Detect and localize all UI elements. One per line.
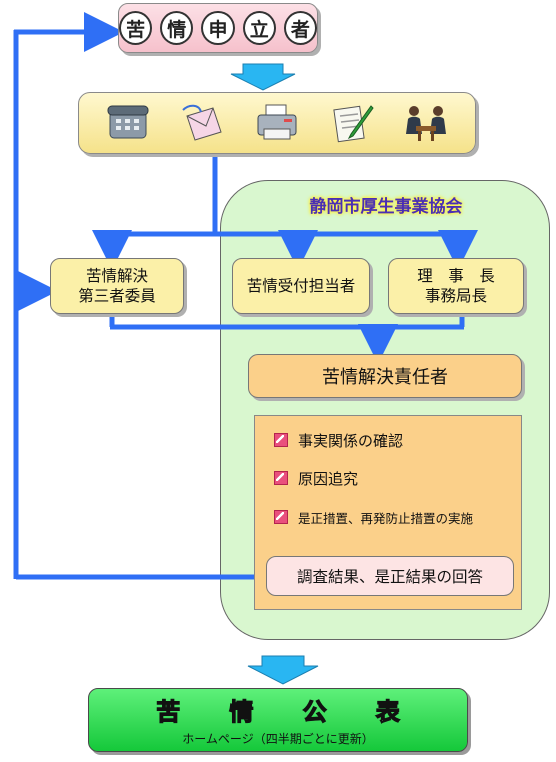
contact-methods-box [78,92,476,154]
complaint-receptionist-box: 苦情受付担当者 [232,258,370,314]
result-answer-box: 調査結果、是正結果の回答 [266,556,514,596]
task-label: 事実関係の確認 [298,431,404,450]
responsible-label: 苦情解決責任者 [322,367,448,388]
meeting-icon [405,106,446,141]
director-box: 理 事 長 事務局長 [388,258,524,314]
big-arrow-down-top [230,63,296,91]
fax-icon [257,104,297,140]
third-party-committee-box: 苦情解決 第三者委員 [50,258,184,314]
task-bullet-icon [274,433,288,447]
telephone-icon [107,105,149,139]
publication-box [88,688,468,752]
big-arrow-down-bottom [247,655,319,685]
complainant-box: 苦 情 申 立 者 [118,3,318,53]
complaint-resolution-manager-box: 苦情解決責任者 [248,354,522,398]
third-party-line2: 第三者委員 [78,287,156,305]
association-title: 静岡市厚生事業協会 [309,197,463,217]
publication-char: 公 [302,697,327,726]
complainant-char: 立 [242,11,276,45]
third-party-line1: 苦情解決 [85,266,148,285]
director-line2: 事務局長 [424,287,487,305]
complainant-char: 苦 [119,11,153,45]
complainant-char: 者 [283,11,318,45]
complainant-char: 情 [160,11,194,45]
document-icon [333,105,375,143]
complainant-char: 申 [201,11,235,45]
letter-icon [181,104,222,141]
task-label: 是正措置、再発防止措置の実施 [298,510,474,526]
task-label: 原因追究 [298,469,359,488]
task-item: 是正措置、再発防止措置の実施 [274,506,473,528]
task-item: 事実関係の確認 [274,429,403,451]
task-bullet-icon [274,471,288,485]
receptionist-label: 苦情受付担当者 [246,276,356,295]
task-bullet-icon [274,510,288,524]
publication-title: 苦 情 公 表 [88,693,468,726]
publication-char: 苦 [156,697,181,726]
publication-subtitle: ホームページ（四半期ごとに更新） [182,732,374,746]
answer-label: 調査結果、是正結果の回答 [296,568,483,586]
task-item: 原因追究 [274,467,358,489]
publication-char: 情 [229,697,254,726]
publication-char: 表 [375,697,400,726]
director-line1: 理 事 長 [417,266,495,285]
